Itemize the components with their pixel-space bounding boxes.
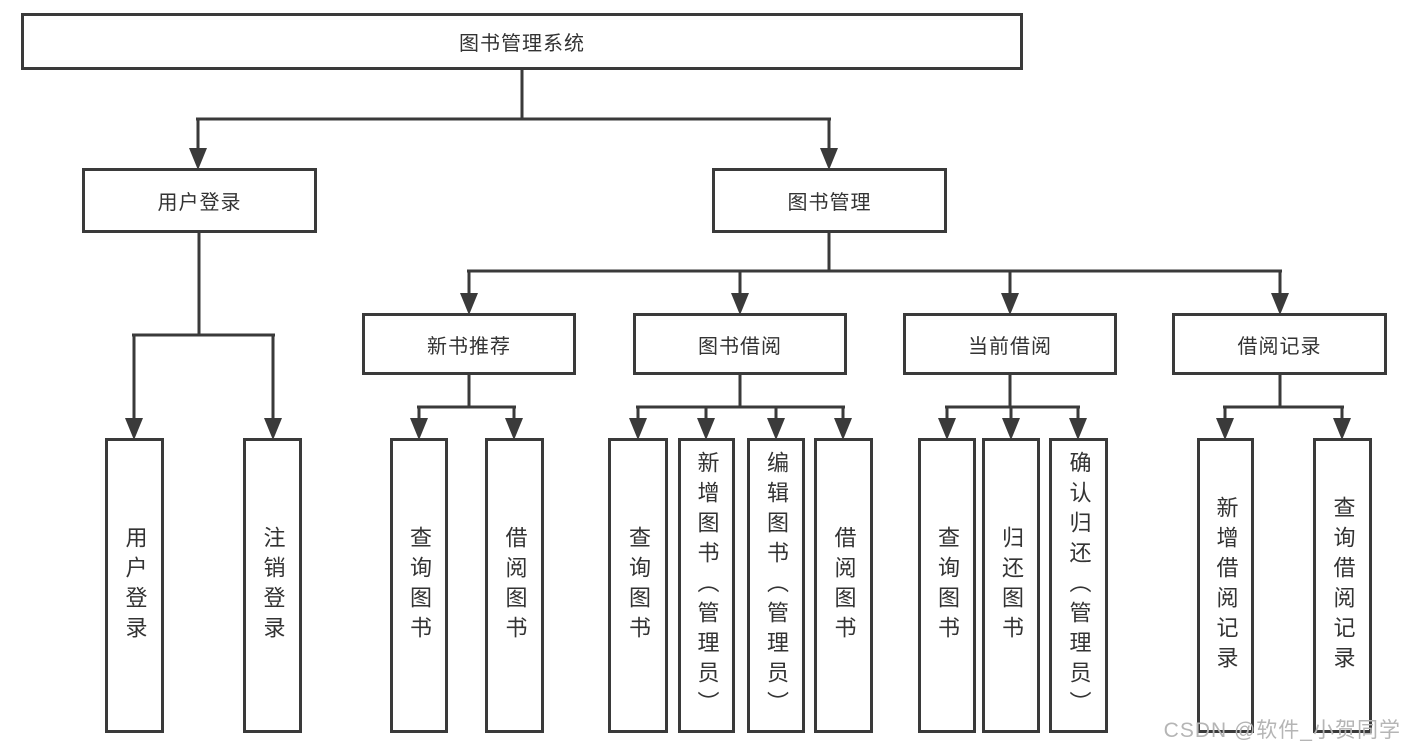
leaf-query-books-recommend: 查询图书 [390, 438, 448, 733]
node-borrowing-records: 借阅记录 [1172, 313, 1387, 375]
leaf-borrow-books-recommend: 借阅图书 [485, 438, 544, 733]
csdn-watermark: CSDN @软件_小贺同学 [1163, 719, 1401, 742]
node-root-system: 图书管理系统 [21, 13, 1023, 70]
leaf-query-books-current: 查询图书 [918, 438, 976, 733]
leaf-add-books-admin: 新增图书（管理员） [678, 438, 735, 733]
leaf-confirm-return-admin: 确认归还（管理员） [1049, 438, 1108, 733]
node-new-book-recommendation: 新书推荐 [362, 313, 576, 375]
leaf-logout: 注销登录 [243, 438, 302, 733]
leaf-borrow-books-borrowing: 借阅图书 [814, 438, 873, 733]
leaf-user-login: 用户登录 [105, 438, 164, 733]
leaf-add-borrow-record: 新增借阅记录 [1197, 438, 1254, 733]
node-user-login-branch: 用户登录 [82, 168, 317, 233]
node-current-borrowing: 当前借阅 [903, 313, 1117, 375]
node-book-borrowing: 图书借阅 [633, 313, 847, 375]
leaf-return-books: 归还图书 [982, 438, 1040, 733]
leaf-query-borrow-record: 查询借阅记录 [1313, 438, 1372, 733]
leaf-query-books-borrowing: 查询图书 [608, 438, 668, 733]
node-book-management-branch: 图书管理 [712, 168, 947, 233]
leaf-edit-books-admin: 编辑图书（管理员） [747, 438, 805, 733]
